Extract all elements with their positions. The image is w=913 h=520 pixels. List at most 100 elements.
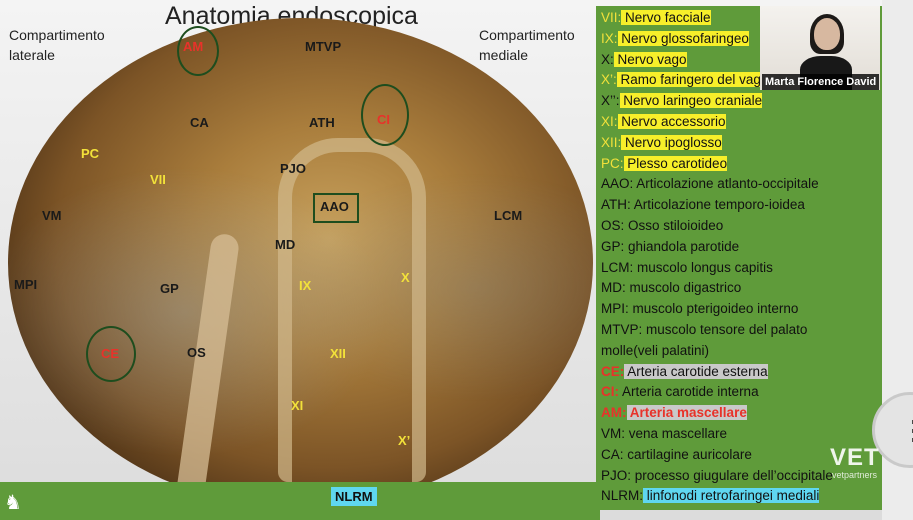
legend-item: OS: Osso stiloioideo [601,216,833,237]
legend-item: ATH: Articolazione temporo-ioidea [601,195,833,216]
label-nlrm: NLRM [331,487,377,506]
legend-abbr: XII: [601,134,622,150]
legend-abbr: VII: [601,10,622,25]
legend-text: Articolazione atlanto-occipitale [633,176,819,192]
horse-head-icon: ♞ [4,492,22,514]
bottom-green-band [0,482,600,520]
legend-text: Nervo facciale [621,10,711,25]
legend-item: AAO: Articolazione atlanto-occipitale [601,174,833,195]
label-mpi: MPI [14,277,38,292]
legend-text: Nervo ipoglosso [621,134,722,150]
label-ca: CA [190,115,209,130]
legend-item: PJO: processo giugulare dell’occipitale [601,466,833,487]
legend-abbr: VM: [601,425,626,441]
legend-text: processo giugulare dell’occipitale [631,467,833,483]
label-xii: XII [330,346,346,361]
label-mtvp: MTVP [305,39,342,54]
legend-text: muscolo tensore del palato [642,321,808,337]
legend-item: X’: Ramo faringero del vago [601,70,833,91]
watermark-brand: VET [830,444,880,471]
legend-text: muscolo digastrico [625,280,742,296]
legend-item: CA: cartilagine auricolare [601,445,833,466]
legend-item: MD: muscolo digastrico [601,278,833,299]
label-pc: PC [81,146,100,161]
legend-abbr: CA: [601,446,624,462]
label-aao: AAO [320,199,349,214]
legend-abbr: X: [601,51,614,67]
legend-abbr: PJO: [601,467,632,483]
legend-text: Nervo laringeo craniale [619,93,763,109]
label-gp: GP [160,281,179,296]
legend-abbr: X’: [601,72,617,88]
legend-abbr: XI: [601,113,618,129]
legend-item: XI: Nervo accessorio [601,112,833,133]
endoscopic-image [8,18,593,508]
legend-item: NLRM: linfonodi retrofaringei mediali [601,486,833,507]
expand-icon: ⋮ [901,415,913,446]
label-x-prime: X’ [398,433,411,448]
legend-abbr: IX: [601,30,618,46]
legend-text: Articolazione temporo-ioidea [630,197,805,213]
legend-item: XII: Nervo ipoglosso [601,133,833,154]
legend-text: molle(veli palatini) [601,342,710,358]
legend-abbr: AM: [601,405,627,421]
legend-item: MTVP: muscolo tensore del palato [601,320,833,341]
legend-abbr: GP: [601,238,625,254]
legend-abbr: CE: [601,363,625,379]
legend-text: Arteria carotide esterna [624,363,768,379]
legend-text: muscolo longus capitis [633,259,773,275]
legend-abbr: LCM: [601,259,634,275]
legend-item: CI: Arteria carotide interna [601,382,833,403]
label-ci: CI [377,112,390,127]
legend-item: AM: Arteria mascellare [601,403,833,424]
annotation-circle-ci [361,84,409,146]
legend-abbr: MD: [601,280,626,296]
legend-text: Arteria carotide interna [619,384,759,400]
legend-text: Nervo accessorio [617,113,726,129]
label-am: AM [183,39,204,54]
legend-abbr: AAO: [601,176,634,192]
label-x: X [401,270,410,285]
legend-text: Arteria mascellare [626,405,747,421]
legend-text: Plesso carotideo [623,155,728,171]
label-ath: ATH [309,115,335,130]
legend-item: VM: vena mascellare [601,424,833,445]
legend-text: muscolo pterigoideo interno [628,301,799,317]
legend-abbr: X’’: [601,93,620,109]
legend-abbr: CI: [601,384,619,400]
legend-text: Ramo faringero del vago [616,72,769,88]
participant-name-tag: Marta Florence David [762,74,880,90]
label-xi: XI [291,398,304,413]
legend-text: cartilagine auricolare [623,446,752,462]
label-lcm: LCM [494,208,523,223]
image-arch-structure [278,138,426,482]
legend-item: X’’: Nervo laringeo craniale [601,91,833,112]
legend-text: Osso stiloioideo [624,217,724,233]
legend-item: VII: Nervo facciale [601,8,833,29]
label-ce: CE [101,346,120,361]
legend-item: MPI: muscolo pterigoideo interno [601,299,833,320]
legend-text: Nervo glossofaringeo [617,30,749,46]
legend-abbr: PC: [601,155,624,171]
annotation-box-aao [313,193,359,223]
legend-abbr: MPI: [601,301,629,317]
legend-abbr: MTVP: [601,321,643,337]
legend-abbr: OS: [601,217,625,233]
watermark-sub: vetpartners [832,470,878,480]
legend-text: ghiandola parotide [624,238,740,254]
label-md: MD [275,237,296,252]
legend-item: CE: Arteria carotide esterna [601,362,833,383]
label-pjo: PJO [280,161,307,176]
participant-face [814,18,840,50]
legend-item: LCM: muscolo longus capitis [601,258,833,279]
annotation-circle-ce [86,326,136,382]
legend-abbr: ATH: [601,197,631,213]
annotation-circle-am [177,26,219,76]
legend-text: linfonodi retrofaringei mediali [643,488,820,504]
label-ix: IX [299,278,312,293]
legend-text: Nervo vago [613,51,687,67]
